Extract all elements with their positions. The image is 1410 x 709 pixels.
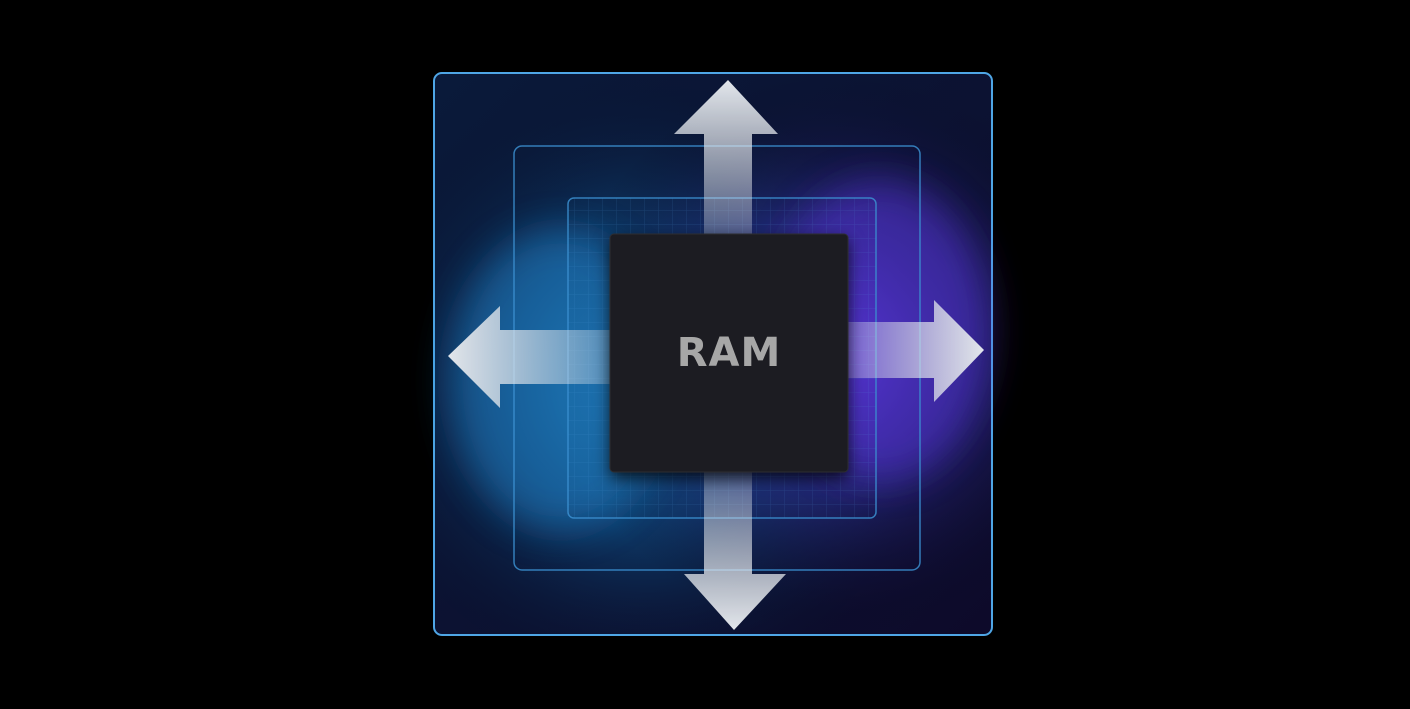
arrow-left-icon (448, 306, 614, 408)
ram-chip-icon (609, 233, 849, 473)
arrow-down-icon (684, 468, 786, 630)
arrow-up-icon (674, 80, 778, 240)
arrow-right-icon (844, 300, 984, 402)
